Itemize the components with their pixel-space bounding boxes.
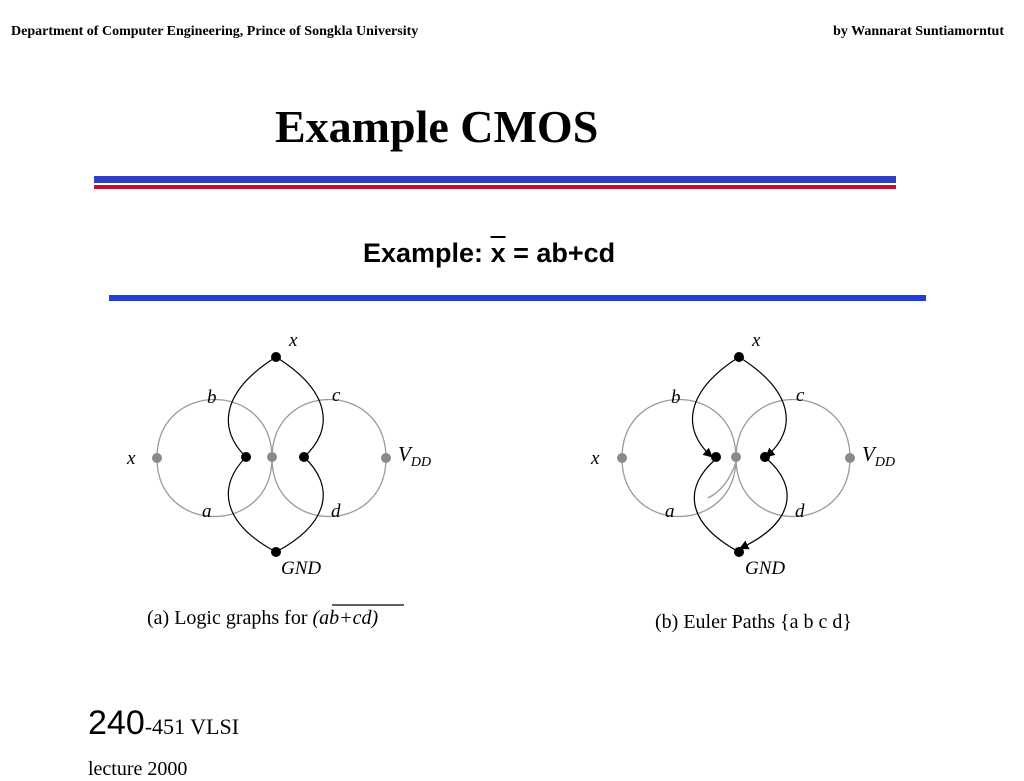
header-author: by Wannarat Suntiamorntut bbox=[833, 24, 1004, 39]
caption-a-prefix: (a) Logic graphs for bbox=[147, 607, 313, 629]
node-mid-gray-b bbox=[731, 452, 741, 462]
edge-euler-link bbox=[707, 461, 737, 499]
label-b-b: b bbox=[671, 387, 681, 408]
label-gnd-b: GND bbox=[745, 558, 785, 579]
footer-course-rest: -451 VLSI bbox=[144, 714, 240, 739]
label-a: a bbox=[202, 501, 212, 522]
edge-nmos-c bbox=[275, 356, 324, 458]
node-left-black bbox=[241, 452, 251, 462]
edge-euler-b bbox=[691, 356, 740, 458]
node-x-top-b bbox=[734, 352, 744, 362]
label-x-top: x bbox=[288, 330, 298, 351]
label-d: d bbox=[331, 501, 341, 522]
node-vdd-b bbox=[845, 453, 855, 463]
edge-pmos-right-b bbox=[735, 399, 851, 517]
node-gnd bbox=[271, 547, 281, 557]
label-vdd-b: VDD bbox=[862, 442, 895, 470]
example-var: x bbox=[490, 238, 506, 268]
figure-b: x b c x VDD a d GND (b) Euler Paths {a b… bbox=[590, 330, 895, 633]
edge-pmos-right bbox=[271, 399, 387, 517]
caption-a: (a) Logic graphs for (ab+cd) bbox=[147, 607, 379, 629]
edge-nmos-d bbox=[275, 456, 324, 553]
node-x-top bbox=[271, 352, 281, 362]
caption-a-expr: (ab+cd) bbox=[313, 607, 379, 629]
edge-pmos-left bbox=[156, 399, 273, 517]
footer-course-number: 240 bbox=[88, 704, 145, 742]
example-heading: Example: x = ab+cd bbox=[363, 240, 615, 267]
node-mid-gray bbox=[267, 452, 277, 462]
header-department: Department of Computer Engineering, Prin… bbox=[11, 24, 419, 39]
label-c: c bbox=[332, 385, 341, 406]
label-c-b: c bbox=[796, 385, 805, 406]
node-vdd bbox=[381, 453, 391, 463]
label-x-top-b: x bbox=[751, 330, 761, 351]
label-a-b: a bbox=[665, 501, 675, 522]
label-x-left-b: x bbox=[590, 448, 600, 469]
node-left-black-b bbox=[711, 452, 721, 462]
footer-line2: lecture 2000 bbox=[88, 758, 188, 780]
label-d-b: d bbox=[795, 501, 805, 522]
title-underline-blue bbox=[94, 176, 896, 183]
label-vdd-sub-b: DD bbox=[874, 455, 895, 470]
label-gnd: GND bbox=[281, 558, 321, 579]
caption-b: (b) Euler Paths {a b c d} bbox=[655, 611, 852, 633]
example-underline bbox=[109, 295, 926, 301]
node-gnd-b bbox=[734, 547, 744, 557]
footer-course: 240-451 VLSI bbox=[88, 704, 239, 743]
label-vdd: VDD bbox=[398, 442, 431, 470]
label-vdd-main: V bbox=[398, 442, 413, 466]
label-x-left: x bbox=[126, 448, 136, 469]
label-vdd-main-b: V bbox=[862, 442, 877, 466]
edge-nmos-a bbox=[227, 456, 277, 553]
node-x-left bbox=[152, 453, 162, 463]
edge-euler-c bbox=[738, 356, 787, 458]
figure-a: x b c x VDD a d GND (a) Logic graphs for… bbox=[126, 330, 431, 629]
edge-euler-a bbox=[693, 458, 740, 553]
edge-nmos-b bbox=[227, 356, 277, 458]
label-vdd-sub: DD bbox=[410, 455, 431, 470]
title-underline-red bbox=[94, 185, 896, 189]
node-right-black-b bbox=[760, 452, 770, 462]
label-b: b bbox=[207, 387, 217, 408]
node-right-black bbox=[299, 452, 309, 462]
node-x-left-b bbox=[617, 453, 627, 463]
example-prefix: Example: bbox=[363, 238, 491, 268]
slide-title: Example CMOS bbox=[275, 101, 599, 152]
example-suffix: = ab+cd bbox=[505, 238, 616, 268]
edge-euler-d bbox=[738, 458, 788, 550]
